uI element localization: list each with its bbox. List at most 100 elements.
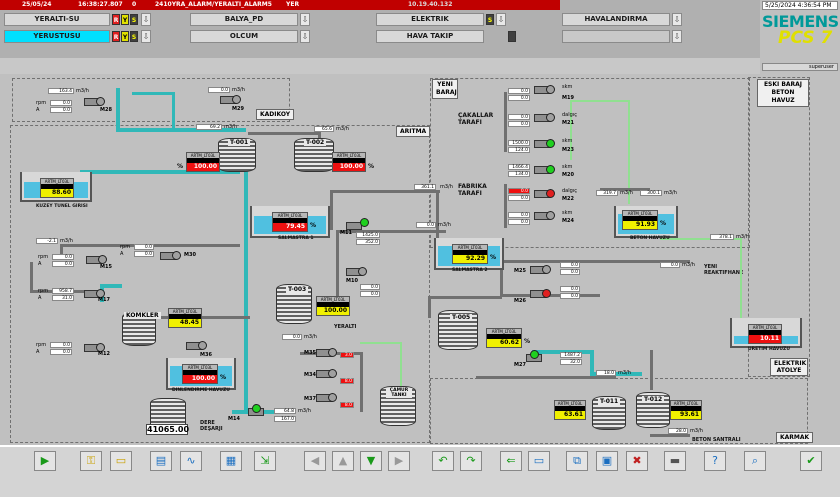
level-meter-t003[interactable]: ARTM_LT03L 100.00 <box>316 296 350 316</box>
expand-arrow-icon[interactable]: ⇩ <box>141 13 151 26</box>
nav-empty-slot <box>562 30 670 43</box>
expand-arrow-icon[interactable]: ⇩ <box>141 30 151 43</box>
level-meter-dinlendirme[interactable]: ARTM_LT03L 100.00 <box>182 364 218 384</box>
arrow-down-icon[interactable]: ▼ <box>360 451 382 471</box>
pipe <box>500 260 503 296</box>
pipe <box>336 230 339 300</box>
level-meter-uretim[interactable]: ARTM_LT03L 10.11 <box>748 324 782 344</box>
rpm-value: 0.0 <box>508 114 530 120</box>
copy-icon[interactable]: ⧉ <box>566 451 588 471</box>
motor-m21-icon[interactable] <box>546 113 555 122</box>
motor-m25-icon[interactable] <box>542 265 551 274</box>
motor-m20-icon[interactable] <box>546 165 555 174</box>
motor-m14-icon[interactable] <box>252 404 261 413</box>
nav-olcum[interactable]: OLCUM <box>190 30 298 43</box>
nav-hava-takip[interactable]: HAVA TAKIP <box>376 30 484 43</box>
key-icon[interactable]: ⚿ <box>80 451 102 471</box>
area-elektrik-atolye[interactable]: ELEKTRIK ATOLYE <box>770 358 808 376</box>
motor-m19-icon[interactable] <box>546 85 555 94</box>
level-meter-beton[interactable]: ARTM_LT03L 91.93 <box>622 210 658 230</box>
motor-m10-icon[interactable] <box>358 267 367 276</box>
nav-yeralti-su[interactable]: YERALTI-SU <box>4 13 110 26</box>
pump-label: M27 <box>514 362 526 368</box>
alarm-date: 25/05/24 <box>22 1 52 8</box>
motor-icon[interactable] <box>198 341 207 350</box>
area-kadikoy[interactable]: KADIKOY <box>256 109 295 120</box>
pump-label: M29 <box>232 106 244 112</box>
nav-yerustusu[interactable]: YERUSTUSU <box>4 30 110 43</box>
pipe <box>336 230 446 233</box>
arrow-up-icon[interactable]: ▲ <box>332 451 354 471</box>
report-icon[interactable]: ▦ <box>220 451 242 471</box>
navigate-back-icon[interactable]: ⇐ <box>500 451 522 471</box>
start-runtime-icon[interactable]: ▶ <box>34 451 56 471</box>
arrow-left-icon[interactable]: ◀ <box>304 451 326 471</box>
tank-label: T-002 <box>304 139 327 146</box>
folder-icon[interactable]: ▭ <box>110 451 132 471</box>
level-meter-t005[interactable]: ARTM_LT03L 60.62 <box>486 328 522 348</box>
alarm-time: 16:38:27.807 <box>78 1 123 8</box>
flow-value: 65.6 <box>314 126 334 132</box>
export-icon[interactable]: ⇲ <box>254 451 276 471</box>
motor-m30-icon[interactable] <box>172 251 181 260</box>
arrow-right-icon[interactable]: ▶ <box>388 451 410 471</box>
trend-icon[interactable]: ∿ <box>180 451 202 471</box>
print-icon[interactable]: ▬ <box>664 451 686 471</box>
pipe <box>116 88 120 130</box>
motor-m12-icon[interactable] <box>96 343 105 352</box>
level-meter-kuzey[interactable]: ARTM_LT03L 88.60 <box>40 178 74 198</box>
level-meter-t011[interactable]: ARTM_LT03L 63.61 <box>554 400 586 420</box>
level-meter-t012[interactable]: ARTM_LT03L 93.61 <box>670 400 702 420</box>
area-eski-baraj[interactable]: ESKI BARAJ BETON HAVUZ <box>757 79 809 107</box>
area-aritma[interactable]: ARITMA <box>396 126 431 137</box>
delete-icon[interactable]: ✖ <box>626 451 648 471</box>
motor-m35-icon[interactable] <box>328 348 337 357</box>
nav-balya-pd[interactable]: BALYA_PD <box>190 13 298 26</box>
paste-icon[interactable]: ▣ <box>596 451 618 471</box>
level-meter-t002[interactable]: ARTM_LT03L 100.00 <box>332 152 366 172</box>
level-meter-t001[interactable]: ARTM_LT03L 100.00 <box>186 152 220 172</box>
motor-m23-icon[interactable] <box>546 139 555 148</box>
motor-m22-icon[interactable] <box>546 189 555 198</box>
area-karmak[interactable]: KARMAK <box>776 432 814 443</box>
motor-m15-icon[interactable] <box>98 255 107 264</box>
basin-label: URETIM HAVUZU <box>748 347 790 352</box>
motor-m26-icon[interactable] <box>542 289 551 298</box>
nav-elektrik[interactable]: ELEKTRIK <box>376 13 484 26</box>
flag-y: Y <box>121 31 129 42</box>
nav-havalandirma[interactable]: HAVALANDIRMA <box>562 13 670 26</box>
document-icon[interactable]: ▤ <box>150 451 172 471</box>
motor-m29-icon[interactable] <box>232 95 241 104</box>
amp-value: 8.0 <box>340 378 354 384</box>
flow-value: 300.1 <box>640 190 662 196</box>
help-icon[interactable]: ? <box>704 451 726 471</box>
undo-icon[interactable]: ↶ <box>432 451 454 471</box>
window-icon[interactable]: ▭ <box>528 451 550 471</box>
ip-address: 10.19.40.132 <box>408 1 453 8</box>
expand-arrow-icon[interactable]: ⇩ <box>300 30 310 43</box>
pipe <box>172 92 175 130</box>
amp-unit: A <box>120 251 124 257</box>
level-meter-salmastra1[interactable]: ARTM_LT03L 79.45 <box>272 212 308 232</box>
motor-m27-icon[interactable] <box>530 350 539 359</box>
motor-m28-icon[interactable] <box>96 97 105 106</box>
alarm-line[interactable]: 25/05/24 16:38:27.807 0 2410YRA_ALARM/YE… <box>0 0 560 10</box>
flag-r: R <box>112 14 120 25</box>
level-meter-komkler[interactable]: ARTM_LT03L 48.45 <box>168 308 202 328</box>
motor-m11-icon[interactable] <box>360 218 369 227</box>
expand-arrow-icon[interactable]: ⇩ <box>300 13 310 26</box>
expand-arrow-icon[interactable]: ⇩ <box>672 30 682 43</box>
redo-icon[interactable]: ↷ <box>460 451 482 471</box>
tank-label: ÇAMUR TANKI <box>386 388 412 398</box>
expand-arrow-icon[interactable]: ⇩ <box>672 13 682 26</box>
area-yeni-baraj[interactable]: YENI BARAJ <box>432 79 458 99</box>
motor-m24-icon[interactable] <box>546 211 555 220</box>
zoom-icon[interactable]: ⌕ <box>744 451 766 471</box>
acknowledge-icon[interactable]: ✔ <box>800 451 822 471</box>
tank-t011[interactable] <box>592 396 626 430</box>
motor-m34-icon[interactable] <box>328 369 337 378</box>
motor-m37-icon[interactable] <box>328 393 337 402</box>
expand-arrow-icon[interactable]: ⇩ <box>496 13 506 26</box>
level-meter-salmastra2[interactable]: ARTM_LT03L 92.29 <box>452 244 488 264</box>
motor-m17-icon[interactable] <box>96 289 105 298</box>
